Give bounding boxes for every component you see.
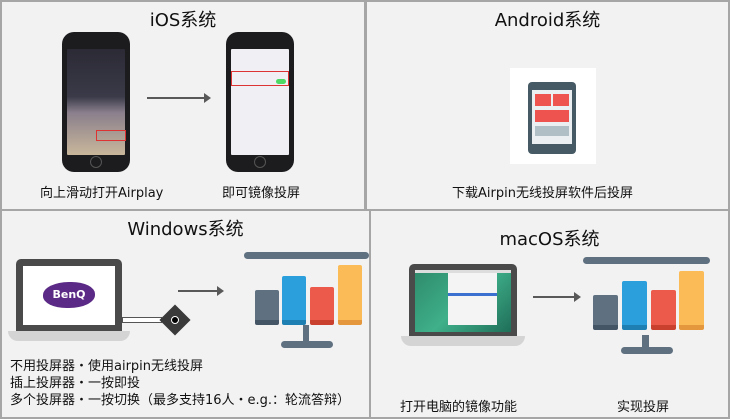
macbook-icon [409,264,517,336]
toggle-icon [276,79,286,84]
ios-step2-caption: 即可镜像投屏 [222,186,301,201]
laptop-icon: BenQ [16,259,122,331]
windows-panel: Windows系统 BenQ 不用投屏器・使用airpin无线投屏 插上投屏器・… [0,209,371,419]
windows-line: 多个投屏器・一按切换（最多支持16人・e.g.：轮流答辩） [10,393,351,408]
ios-step1-caption: 向上滑动打开Airplay [40,186,164,201]
android-caption: 下载Airpin无线投屏软件后投屏 [452,186,633,201]
ios-title: iOS系统 [149,10,217,31]
iphone-control-center [62,32,130,172]
arrow-icon [533,292,581,302]
macos-step2-caption: 实现投屏 [617,400,670,415]
dongle-icon [159,304,191,336]
monitor-chart-icon [243,252,371,352]
windows-title: Windows系统 [127,219,244,240]
iphone-airplay-screen [226,32,294,172]
airplay-menu [448,273,497,325]
arrow-icon [178,286,224,296]
arrow-icon [147,93,211,103]
usb-cable [122,317,162,323]
macos-panel: macOS系统 打开电脑的镜像功能 实现投屏 [369,209,730,419]
mirroring-highlight [231,71,289,86]
android-panel: Android系统 下载Airpin无线投屏软件后投屏 [365,0,730,211]
windows-line: 不用投屏器・使用airpin无线投屏 [10,359,204,374]
ios-panel: iOS系统 向上滑动打开Airplay 即可镜像投屏 [0,0,366,211]
macos-step1-caption: 打开电脑的镜像功能 [400,400,518,415]
monitor-chart-icon [583,257,711,357]
tablet-icon [510,68,596,164]
android-title: Android系统 [494,10,601,31]
windows-line: 插上投屏器・一按即投 [10,376,141,391]
windows-instructions: 不用投屏器・使用airpin无线投屏 插上投屏器・一按即投 多个投屏器・一按切换… [10,358,350,409]
airplay-highlight [96,130,126,141]
benq-logo: BenQ [43,282,95,308]
macos-title: macOS系统 [499,229,600,250]
